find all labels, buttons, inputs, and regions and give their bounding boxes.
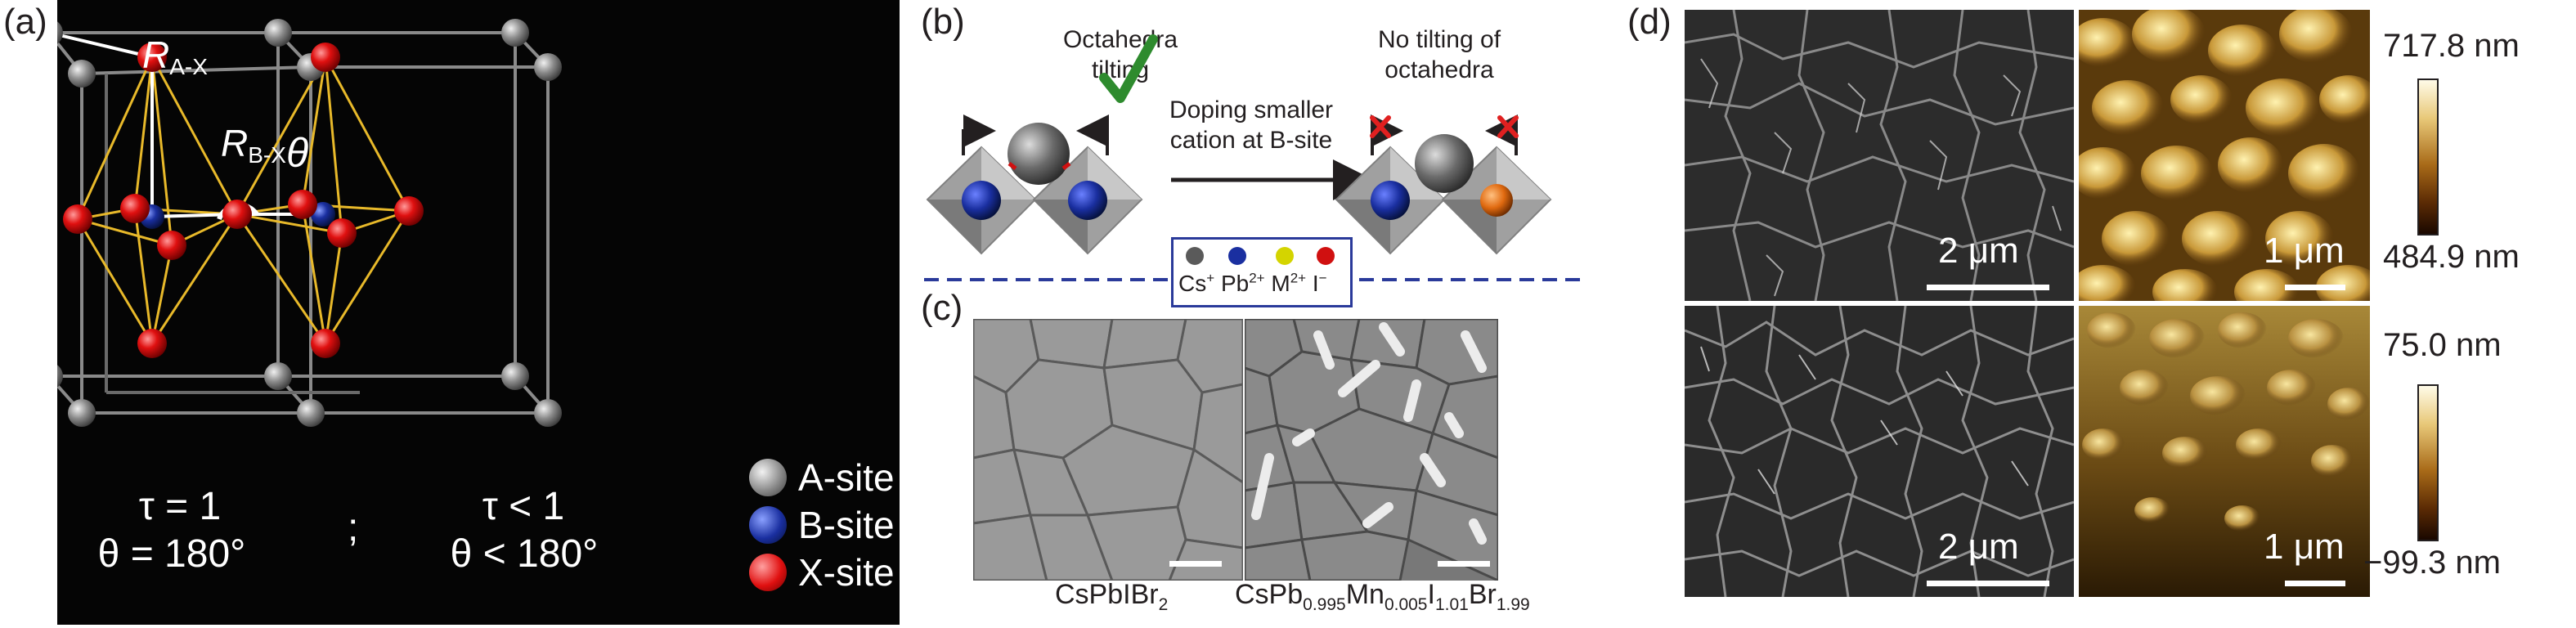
sem-top-scale-bar [1927, 285, 2049, 290]
theta-label: θ [286, 130, 309, 176]
rotate-arrow-right-2 [1485, 114, 1518, 155]
tau-equal-label: τ = 1 [138, 485, 222, 528]
sem-image-bottom: 2 μm [1685, 306, 2074, 597]
no-tilting-title: No tilting of octahedra [1377, 26, 1501, 83]
colorbar-top [2417, 78, 2439, 236]
colorbar-bottom-max: 75.0 nm [2383, 327, 2502, 363]
ion-legend-box: Cs+ Pb2+ M2+ I− [1171, 237, 1353, 307]
tau-less-label: τ < 1 [482, 485, 565, 528]
afm-top-scale-bar [2285, 285, 2345, 290]
rotate-arrow-right-1 [1371, 114, 1403, 155]
ion-cs-label: Cs+ [1178, 271, 1215, 297]
scale-bar-c1 [1169, 561, 1222, 567]
sem-bottom-scale-bar [1927, 581, 2049, 586]
afm-bottom-scale-bar [2285, 581, 2345, 586]
panel-label-a: (a) [3, 2, 47, 42]
panel-label-b: (b) [921, 2, 965, 42]
legend-x-site: X-site [749, 550, 895, 595]
ion-legend-labels: Cs+ Pb2+ M2+ I− [1178, 271, 1327, 297]
cs-cation-left [1008, 123, 1070, 185]
afm-image-top: 1 μm [2079, 10, 2370, 301]
legend-a-site: A-site [749, 455, 895, 500]
colorbar-top-min: 484.9 nm [2383, 239, 2520, 275]
crystal-structure-panel: RA-X RB-X θ τ = 1 θ = 180° ; τ < 1 θ < 1… [57, 0, 900, 625]
cross-icon-1 [1370, 115, 1391, 138]
theta-less-label: θ < 180° [450, 532, 599, 576]
panel-label-d: (d) [1627, 2, 1672, 42]
octahedron-left-1 [926, 146, 1037, 255]
colorbar-top-max: 717.8 nm [2383, 28, 2520, 64]
mn-doped-caption: CsPb0.995Mn0.005I1.01Br1.99 [1235, 579, 1530, 614]
afm-top-scale-label: 1 μm [2264, 231, 2345, 271]
check-icon [1099, 34, 1158, 103]
colorbar-bottom-min: −99.3 nm [2363, 545, 2501, 581]
separator-label: ; [348, 506, 359, 550]
octahedra-bonds [76, 56, 411, 344]
a-site-atoms [57, 19, 562, 427]
legend-b-site-label: B-site [798, 504, 895, 546]
sem-image-cspbibr2 [973, 319, 1243, 581]
perovskite-structure-diagram [57, 19, 562, 427]
theta-equal-label: θ = 180° [97, 532, 246, 576]
panel-label-c: (c) [921, 288, 963, 328]
ion-i-label: I− [1312, 271, 1327, 297]
doping-arrow-label: Doping smaller cation at B-site [1169, 96, 1334, 154]
colorbar-bottom [2417, 384, 2439, 541]
cs-cation-right [1415, 134, 1474, 193]
x-site-atoms [63, 43, 424, 358]
legend-x-site-label: X-site [798, 551, 895, 594]
sem-bottom-scale-label: 2 μm [1938, 527, 2019, 567]
ion-m-label: M2+ [1271, 271, 1307, 297]
legend-a-site-label: A-site [798, 456, 895, 499]
unit-cell-edges [57, 31, 550, 415]
legend-b-site: B-site [749, 502, 895, 548]
rotate-arrow-left-2 [1076, 114, 1109, 155]
cross-icon-2 [1497, 115, 1519, 138]
afm-image-bottom: 1 μm [2079, 306, 2370, 597]
x-site-swatch [749, 554, 787, 591]
ion-legend-dots [1186, 247, 1335, 265]
sem-top-scale-label: 2 μm [1938, 231, 2019, 271]
ion-pb-label: Pb2+ [1220, 271, 1265, 297]
r-ax-label: RA-X [142, 34, 208, 79]
a-site-swatch [749, 459, 787, 496]
afm-bottom-scale-label: 1 μm [2264, 527, 2345, 567]
sem-image-top: 2 μm [1685, 10, 2074, 301]
cspbibr2-caption: CsPbIBr2 [1055, 579, 1169, 614]
sem-image-mn-doped [1245, 319, 1498, 581]
scale-bar-c2 [1438, 561, 1490, 567]
rotate-arrow-left-1 [962, 114, 996, 155]
b-site-swatch [749, 506, 787, 544]
r-bx-label: RB-X [221, 122, 286, 168]
